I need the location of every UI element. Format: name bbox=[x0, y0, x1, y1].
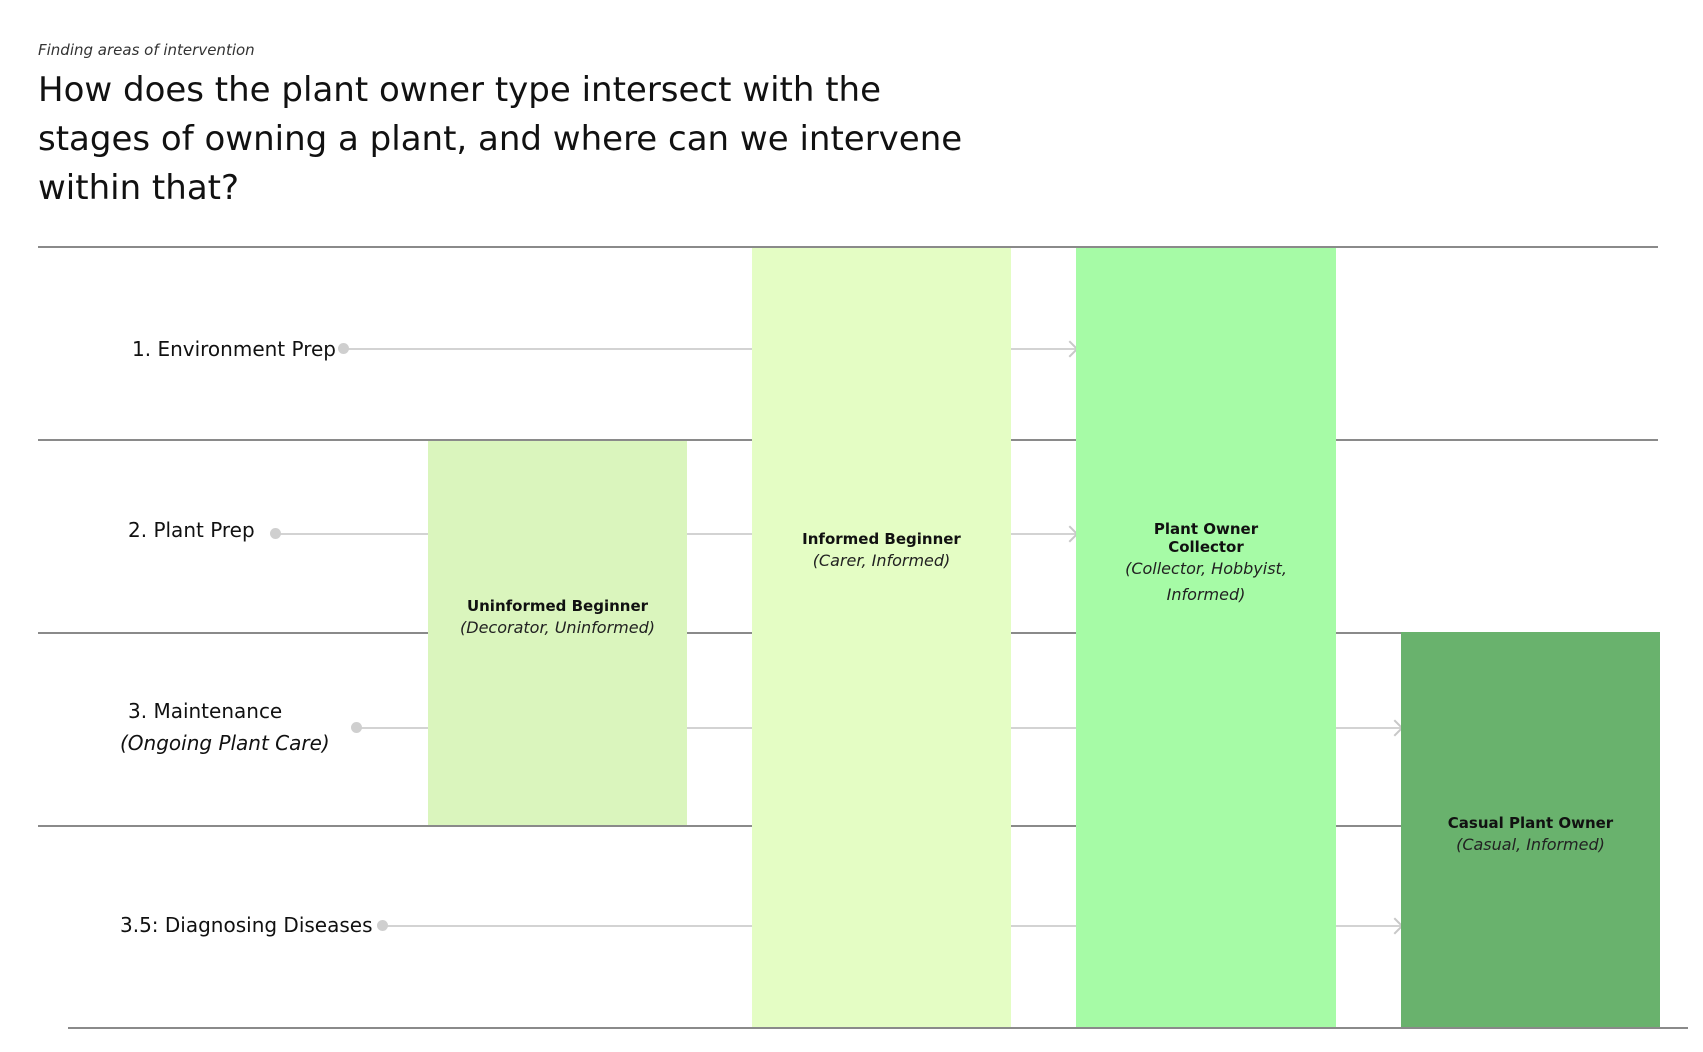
connector-line bbox=[687, 727, 752, 729]
owner-box-casual-plant-owner: Casual Plant Owner (Casual, Informed) bbox=[1401, 632, 1660, 1027]
connector-line bbox=[357, 727, 428, 729]
connector-line bbox=[383, 925, 752, 927]
connector-dot bbox=[270, 528, 281, 539]
stage-label-environment-prep: 1. Environment Prep bbox=[132, 337, 336, 361]
connector-line bbox=[1336, 925, 1401, 927]
owner-box-desc: (Collector, Hobbyist, Informed) bbox=[1125, 558, 1287, 604]
connector-dot bbox=[377, 920, 388, 931]
owner-box-name: Plant Owner Collector bbox=[1153, 519, 1259, 556]
owner-box-name: Informed Beginner bbox=[802, 529, 961, 548]
eyebrow-text: Finding areas of intervention bbox=[38, 41, 255, 59]
connector-line bbox=[276, 533, 428, 535]
stage-label-maintenance: 3. Maintenance (Ongoing Plant Care) bbox=[120, 695, 330, 759]
connector-line bbox=[1336, 727, 1401, 729]
connector-line bbox=[1011, 348, 1076, 350]
owner-box-name: Casual Plant Owner bbox=[1447, 813, 1614, 832]
connector-line bbox=[1011, 925, 1076, 927]
stage-label-diagnosing-diseases: 3.5: Diagnosing Diseases bbox=[120, 913, 373, 937]
connector-dot bbox=[351, 722, 362, 733]
connector-line bbox=[687, 533, 752, 535]
connector-line bbox=[1011, 727, 1076, 729]
divider-bottom bbox=[68, 1027, 1688, 1029]
owner-box-plant-owner-collector: Plant Owner Collector (Collector, Hobbyi… bbox=[1076, 248, 1336, 1027]
owner-box-name: Uninformed Beginner bbox=[466, 597, 649, 615]
stage-label-plant-prep: 2. Plant Prep bbox=[128, 518, 255, 542]
page-title: How does the plant owner type intersect … bbox=[38, 70, 963, 208]
divider-top bbox=[38, 246, 1658, 248]
owner-box-informed-beginner: Informed Beginner (Carer, Informed) bbox=[752, 248, 1011, 1027]
owner-box-desc: (Carer, Informed) bbox=[812, 550, 951, 570]
owner-box-desc: (Casual, Informed) bbox=[1456, 834, 1605, 854]
stage-sublabel: (Ongoing Plant Care) bbox=[120, 731, 330, 755]
connector-dot bbox=[338, 343, 349, 354]
connector-line bbox=[343, 348, 752, 350]
owner-box-uninformed-beginner: Uninformed Beginner (Decorator, Uninform… bbox=[428, 441, 687, 825]
connector-line bbox=[1011, 533, 1076, 535]
owner-box-desc: (Decorator, Uninformed) bbox=[460, 618, 655, 637]
